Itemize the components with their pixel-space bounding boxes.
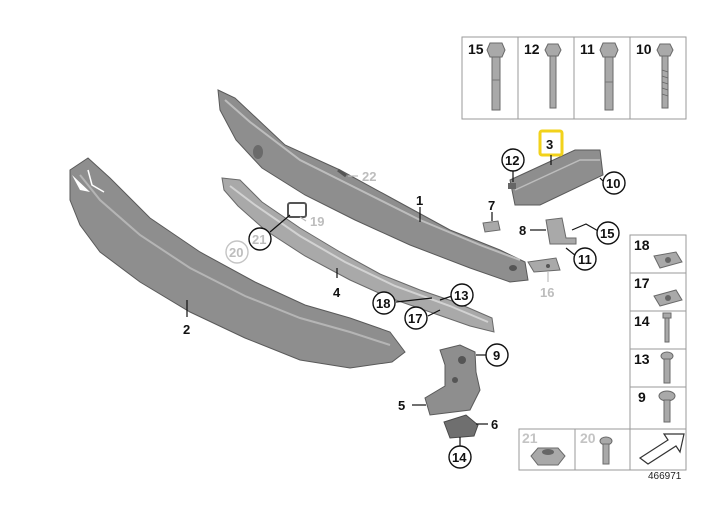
bracket-5-part <box>424 344 481 416</box>
direction-arrow-icon <box>638 433 685 465</box>
callout-line-21 <box>269 214 291 233</box>
callout-21: 21 <box>252 232 266 247</box>
callout-12: 12 <box>505 153 519 168</box>
screw-14-icon <box>662 312 672 343</box>
callout-3: 3 <box>546 137 553 152</box>
callout-13-circle <box>450 283 474 307</box>
diagram-reference-number: 466971 <box>648 471 682 482</box>
bolt-15-icon <box>486 42 506 111</box>
holder-16-part <box>527 257 561 273</box>
top-cell-label-10: 10 <box>636 41 652 57</box>
nut-21-icon <box>530 447 566 466</box>
callout-line-18 <box>395 297 433 303</box>
callout-20-circle <box>225 240 249 264</box>
bottom-cell-label-20: 20 <box>580 430 596 446</box>
fastener-panel-top: 15 12 11 10 <box>461 36 687 120</box>
mounting-bracket-3-part <box>508 149 604 206</box>
callout-17-circle <box>404 306 428 330</box>
right-cell-label-14: 14 <box>634 313 650 329</box>
callout-line-13 <box>439 295 453 301</box>
right-cell-label-18: 18 <box>634 237 650 253</box>
callout-19: 19 <box>310 214 324 229</box>
callout-22: 22 <box>362 169 376 184</box>
callout-line-19 <box>299 216 307 222</box>
callout-20: 20 <box>229 245 243 260</box>
bracket-19-part <box>287 202 307 218</box>
callout-line-15 <box>571 223 601 233</box>
pad-6-part <box>443 414 479 439</box>
bumper-absorber-part <box>69 157 406 369</box>
screw-9-icon <box>658 390 676 423</box>
callout-2: 2 <box>183 322 190 337</box>
callout-1: 1 <box>416 193 423 208</box>
screw-20-icon <box>599 436 613 465</box>
bolt-11-icon <box>599 42 619 111</box>
callout-line-17 <box>427 309 441 317</box>
top-cell-label-12: 12 <box>524 41 540 57</box>
bottom-cell-label-21: 21 <box>522 430 538 446</box>
bracket-8-part <box>545 217 577 245</box>
callout-14-circle <box>448 445 472 469</box>
callout-7: 7 <box>488 198 495 213</box>
callout-15-circle <box>596 221 620 245</box>
callout-4: 4 <box>333 285 341 300</box>
clip-nut-18-icon <box>653 251 683 269</box>
bolt-12-icon <box>544 43 562 109</box>
callout-12-circle <box>501 148 525 172</box>
callout-16: 16 <box>540 285 554 300</box>
callout-6: 6 <box>491 417 498 432</box>
callout-15: 15 <box>600 226 614 241</box>
callout-21-circle <box>248 227 272 251</box>
callout-9: 9 <box>493 348 500 363</box>
right-cell-label-17: 17 <box>634 275 650 291</box>
callout-13: 13 <box>454 288 468 303</box>
right-cell-label-13: 13 <box>634 351 650 367</box>
callout-17: 17 <box>408 311 422 326</box>
callout-8: 8 <box>519 223 526 238</box>
callout-18: 18 <box>376 296 390 311</box>
right-cell-label-9: 9 <box>638 389 646 405</box>
fastener-panel-bottom: 21 20 <box>518 428 687 471</box>
bumper-carrier-part <box>217 89 529 283</box>
pin-22-part <box>337 168 347 178</box>
clip-nut-17-icon <box>653 289 683 307</box>
callout-10-circle <box>602 171 626 195</box>
callout-3-highlight: 3 <box>538 129 564 165</box>
callout-18-circle <box>372 291 396 315</box>
top-cell-label-11: 11 <box>580 41 595 57</box>
top-cell-label-15: 15 <box>468 41 484 57</box>
callout-9-circle <box>485 343 509 367</box>
callout-11-circle <box>573 247 597 271</box>
callout-5: 5 <box>398 398 405 413</box>
callout-11: 11 <box>578 252 592 267</box>
callout-14: 14 <box>452 450 467 465</box>
bolt-10-icon <box>656 43 674 109</box>
screw-13-icon <box>660 351 674 384</box>
fastener-panel-right: 18 17 14 13 9 <box>629 234 687 430</box>
block-7-part <box>482 220 501 233</box>
callout-10: 10 <box>606 176 620 191</box>
